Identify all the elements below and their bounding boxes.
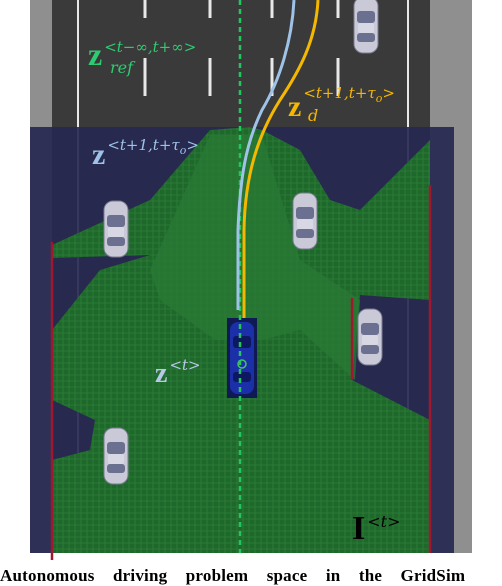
vehicle-left-upper xyxy=(103,200,129,258)
vehicle-right xyxy=(357,308,383,366)
label-z-ref: z<t−∞,t+∞> ref xyxy=(88,36,197,77)
vehicle-center xyxy=(292,192,318,250)
label-z-desired: z<t+1,t+τo> d xyxy=(288,84,395,125)
predicted-path xyxy=(236,0,296,310)
desired-path xyxy=(242,0,320,318)
label-z-t: z<t> xyxy=(155,356,201,389)
ego-vehicle xyxy=(227,318,257,398)
label-grid-image: I<t> xyxy=(352,510,401,547)
obstacle-edges xyxy=(50,185,432,560)
figure-caption: Autonomous driving problem space in the … xyxy=(0,566,466,585)
vehicle-left-lower xyxy=(103,427,129,485)
ego-corridor xyxy=(150,135,360,380)
label-z-predicted: z<t+1,t+τo> xyxy=(92,136,199,171)
vehicle-top-right xyxy=(353,0,379,54)
